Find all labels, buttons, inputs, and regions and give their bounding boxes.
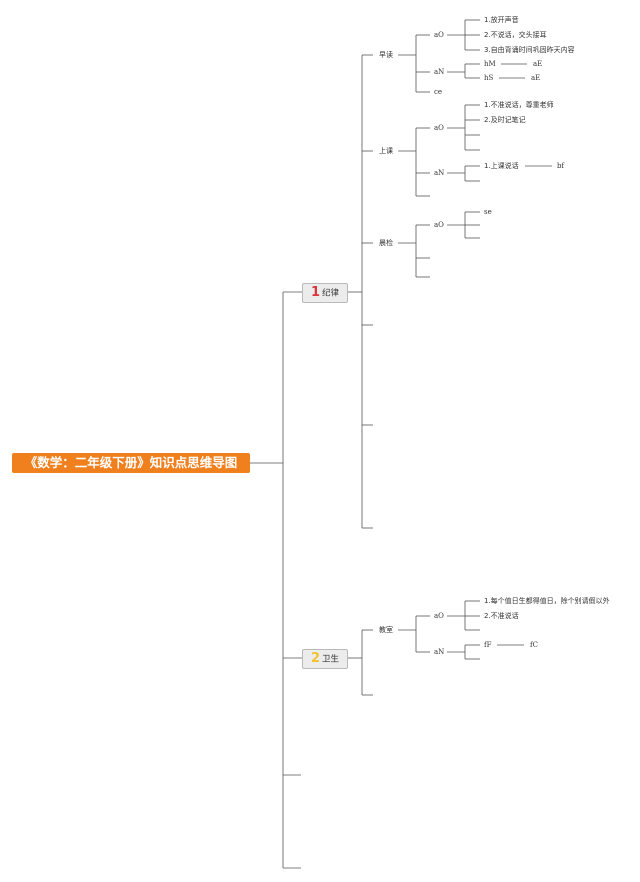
node-zaodu-an-hm[interactable]: hM bbox=[484, 60, 496, 68]
node-zaodu-an-ae-1[interactable]: aE bbox=[533, 60, 543, 68]
node-shangke[interactable]: 上课 bbox=[379, 147, 393, 155]
node-shangke-ao-item-2[interactable]: 2.及时记笔记 bbox=[484, 116, 526, 124]
node-zaodu-ao-item-3[interactable]: 3.自由背诵时间巩固昨天内容 bbox=[484, 46, 575, 54]
node-zaodu-an-hs[interactable]: hS bbox=[484, 74, 494, 82]
node-chenjian-ao[interactable]: aO bbox=[434, 221, 444, 229]
node-chenjian[interactable]: 晨检 bbox=[379, 239, 393, 247]
node-zaodu[interactable]: 早读 bbox=[379, 51, 393, 59]
node-zaodu-ao[interactable]: aO bbox=[434, 31, 444, 39]
node-jiaoshi-ao-item-2[interactable]: 2.不准说话 bbox=[484, 612, 519, 620]
node-jiaoshi[interactable]: 教室 bbox=[379, 626, 393, 634]
node-jiaoshi-an-fc[interactable]: fC bbox=[530, 641, 538, 649]
node-zaodu-an[interactable]: aN bbox=[434, 68, 445, 76]
node-shangke-an-item[interactable]: 1.上课说话 bbox=[484, 162, 519, 170]
node-jiaoshi-ao-item-1[interactable]: 1.每个值日生都得值日，除个别请假以外 bbox=[484, 597, 610, 605]
node-zaodu-ce[interactable]: ce bbox=[434, 88, 443, 96]
mindmap-root[interactable]: 《数学：二年级下册》知识点思维导图 bbox=[12, 453, 250, 473]
topic-number-2: 2 bbox=[310, 651, 321, 666]
node-shangke-an[interactable]: aN bbox=[434, 169, 445, 177]
node-shangke-an-tag[interactable]: bf bbox=[557, 162, 565, 170]
node-jiaoshi-an-ff[interactable]: fF bbox=[484, 641, 492, 649]
node-zaodu-ao-item-2[interactable]: 2.不说话，交头接耳 bbox=[484, 31, 547, 39]
node-jiaoshi-an[interactable]: aN bbox=[434, 648, 445, 656]
node-shangke-ao-item-1[interactable]: 1.不准说话，尊重老师 bbox=[484, 101, 554, 109]
node-zaodu-an-ae-2[interactable]: aE bbox=[531, 74, 541, 82]
topic-number-1: 1 bbox=[310, 285, 321, 300]
topic-label: 纪律 bbox=[322, 288, 340, 299]
node-shangke-ao[interactable]: aO bbox=[434, 124, 444, 132]
topic-label: 卫生 bbox=[322, 654, 340, 665]
node-jiaoshi-ao[interactable]: aO bbox=[434, 612, 444, 620]
node-zaodu-ao-item-1[interactable]: 1.放开声音 bbox=[484, 16, 519, 24]
node-chenjian-ao-item[interactable]: se bbox=[484, 208, 492, 216]
